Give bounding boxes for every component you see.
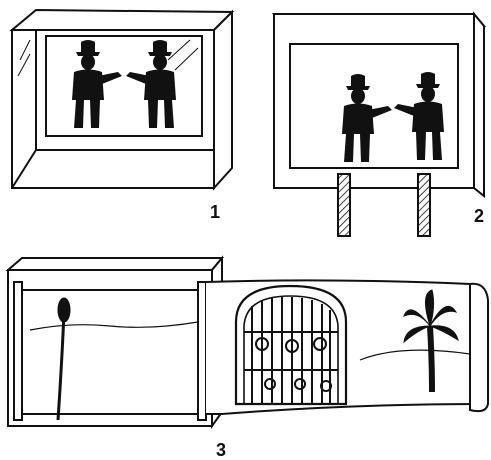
panel-1-label: 1 <box>210 202 220 222</box>
panel-3-gate <box>236 286 346 404</box>
panel-3-scroll-box <box>8 258 222 426</box>
panel-2-label: 2 <box>474 206 484 226</box>
panel-1-glass-box <box>12 10 232 188</box>
panel-2-stand-screen <box>274 14 484 236</box>
panel-3-label: 3 <box>216 440 226 460</box>
